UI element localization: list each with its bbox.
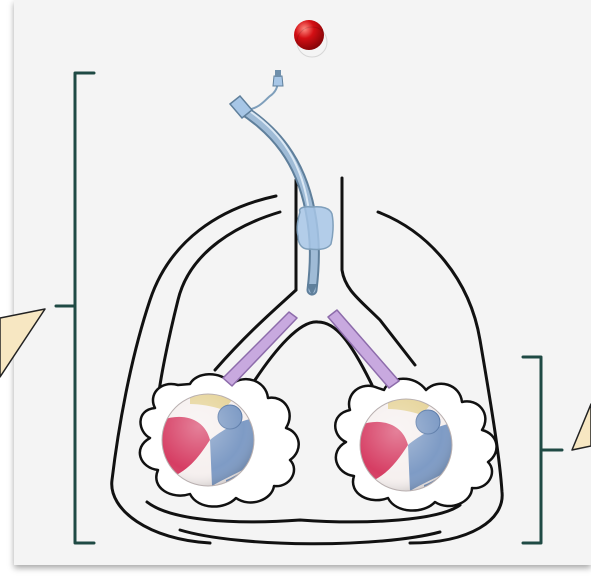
- right-bronchus: [328, 310, 399, 388]
- right-bracket-icon: [523, 357, 541, 543]
- red-dot-icon: [294, 20, 327, 57]
- right-callout-icon: [572, 404, 591, 450]
- endotracheal-tube-icon: [230, 70, 333, 296]
- left-bracket-icon: [66, 73, 94, 543]
- left-callout-icon: [0, 309, 45, 377]
